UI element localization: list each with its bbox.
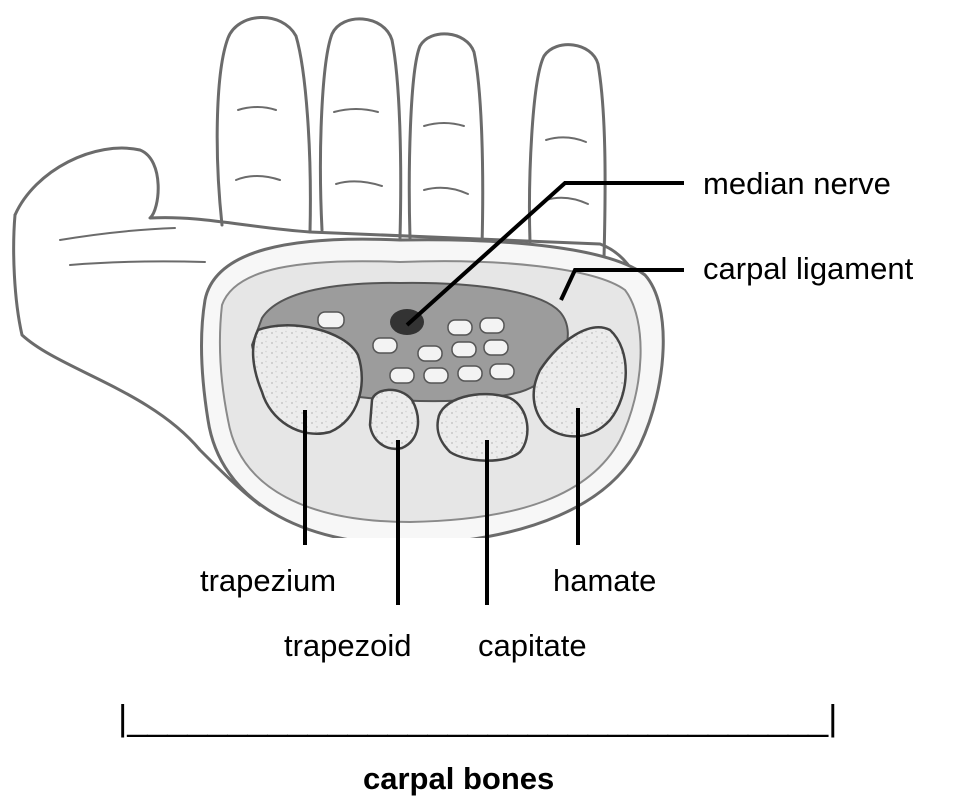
carpal-ligament-label: carpal ligament — [703, 253, 913, 284]
hamate-label: hamate — [553, 565, 656, 596]
finger-index — [217, 17, 310, 232]
carpal-bones-label: carpal bones — [363, 763, 554, 794]
capitate-label: capitate — [478, 630, 587, 661]
finger-ring — [409, 34, 482, 246]
carpal-bones-bracket: |___________________________________| — [118, 700, 837, 736]
finger-middle — [320, 19, 400, 238]
median-nerve-label: median nerve — [703, 168, 891, 199]
trapezoid-bone — [370, 390, 418, 449]
finger-little — [530, 45, 606, 258]
trapezoid-label: trapezoid — [284, 630, 412, 661]
capitate-bone — [438, 394, 528, 461]
trapezium-label: trapezium — [200, 565, 336, 596]
